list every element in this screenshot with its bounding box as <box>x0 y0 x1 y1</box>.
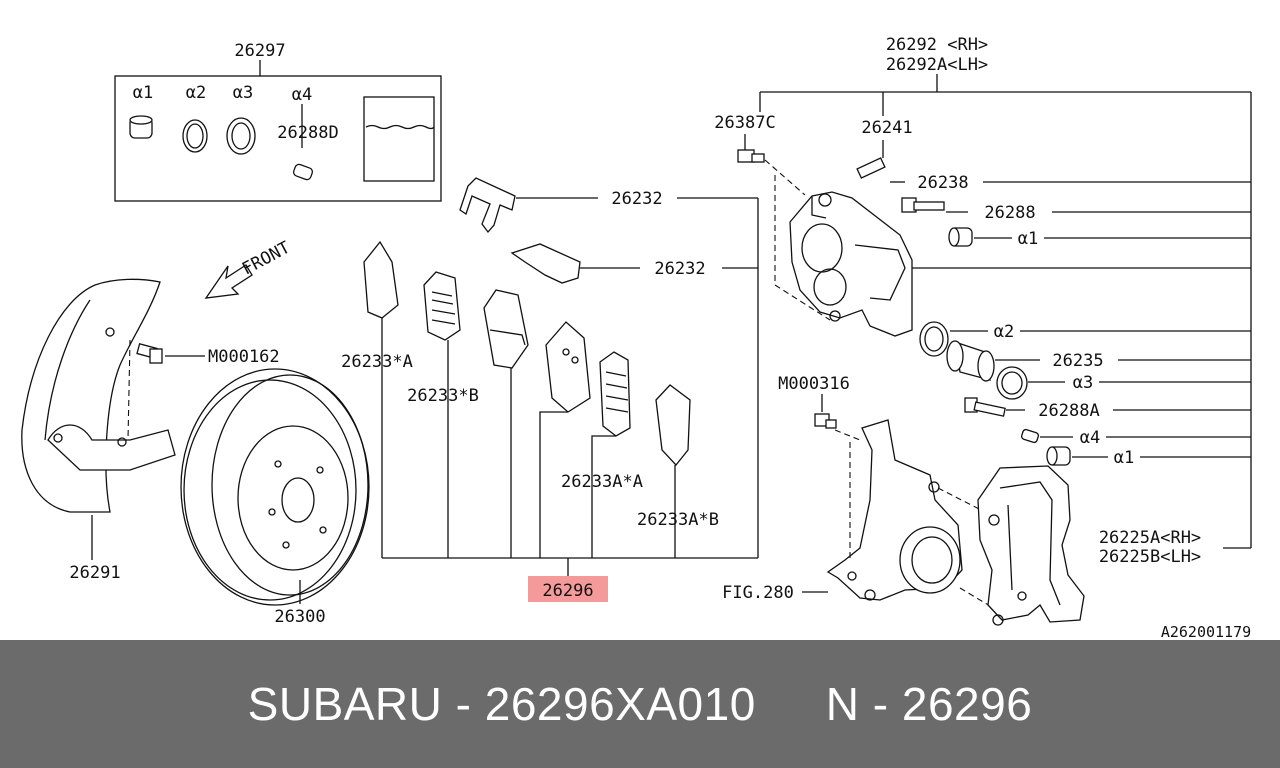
boot-a1-right <box>948 227 973 247</box>
label-26300[interactable]: 26300 <box>274 607 325 627</box>
grease-packet <box>363 96 435 182</box>
pad-outer <box>545 321 591 413</box>
footer-reference: N - 26296 <box>825 678 1033 730</box>
piston-26235 <box>946 340 995 382</box>
pad-leaders: 26233*A 26233*B 26233A*A 26233A*B <box>341 318 758 576</box>
label-26387C[interactable]: 26387C <box>714 113 775 133</box>
label-kit-a4[interactable]: α4 <box>292 85 312 105</box>
front-arrow: FRONT <box>204 238 294 299</box>
label-kit-a1[interactable]: α1 <box>133 83 153 103</box>
label-26225A[interactable]: 26225A<RH> <box>1099 528 1201 548</box>
shim-26233A-B <box>599 351 631 437</box>
kit-box-26297: 26297 α1 α2 α3 α4 26288D <box>114 41 442 202</box>
diagram-id: A262001179 <box>1161 623 1251 640</box>
label-right-a1[interactable]: α1 <box>1018 229 1038 249</box>
boot-a1b-right <box>1046 446 1071 466</box>
label-front: FRONT <box>239 238 294 280</box>
label-26292-rh[interactable]: 26292 <RH> <box>886 35 988 55</box>
pad-inner <box>483 289 529 369</box>
label-26292-lh[interactable]: 26292A<LH> <box>886 55 988 75</box>
label-26296[interactable]: 26296 <box>542 581 593 601</box>
label-26233-B[interactable]: 26233*B <box>407 386 479 406</box>
label-26288D[interactable]: 26288D <box>277 123 338 143</box>
bolt-m000162: M000162 <box>127 339 280 441</box>
label-26238[interactable]: 26238 <box>917 173 968 193</box>
boot-part <box>129 115 153 139</box>
pin-a4-right <box>1020 428 1040 444</box>
pad-set-parts <box>363 240 691 466</box>
shim-26233-B <box>423 271 461 341</box>
label-26288[interactable]: 26288 <box>984 203 1035 223</box>
parts-diagram: 26297 α1 α2 α3 α4 26288D FRONT 26 <box>21 35 1252 640</box>
label-fig280[interactable]: FIG.280 <box>722 583 794 603</box>
bolt-26288A <box>964 397 1006 417</box>
label-26225B[interactable]: 26225B<LH> <box>1099 547 1201 567</box>
brake-rotor-26300: 26300 <box>180 368 370 627</box>
highlight-26296: 26296 <box>528 576 608 602</box>
label-26233A-B[interactable]: 26233A*B <box>637 510 719 530</box>
label-26233-A[interactable]: 26233*A <box>341 352 413 372</box>
shim-26233-A <box>363 240 399 319</box>
bolt-26288 <box>901 197 945 213</box>
caliper-assembly: 26292 <RH> 26292A<LH> 26387C 26241 26238 <box>714 35 1252 626</box>
label-m000316[interactable]: M000316 <box>778 374 850 394</box>
caliper-bracket-26225 <box>977 465 1085 626</box>
label-26232-mid[interactable]: 26232 <box>654 259 705 279</box>
label-kit-a3[interactable]: α3 <box>233 83 253 103</box>
label-26291[interactable]: 26291 <box>69 563 120 583</box>
label-right-a4[interactable]: α4 <box>1080 428 1100 448</box>
label-kit-a2[interactable]: α2 <box>186 83 206 103</box>
label-26235[interactable]: 26235 <box>1052 351 1103 371</box>
label-right-a3[interactable]: α3 <box>1073 373 1093 393</box>
shim-26233A-A <box>655 384 691 466</box>
label-26232-top[interactable]: 26232 <box>611 189 662 209</box>
pad-clips-26232: 26232 26232 <box>459 177 759 558</box>
label-26233A-A[interactable]: 26233A*A <box>561 472 643 492</box>
label-26297[interactable]: 26297 <box>234 41 285 61</box>
footer-part-number: SUBARU - 26296XA010 <box>247 678 756 730</box>
label-26241[interactable]: 26241 <box>861 118 912 138</box>
label-26288A[interactable]: 26288A <box>1038 401 1099 421</box>
label-right-a1b[interactable]: α1 <box>1114 448 1134 468</box>
footer-bar: SUBARU - 26296XA010 N - 26296 <box>0 640 1280 768</box>
steering-knuckle <box>826 419 963 601</box>
pin-part <box>292 163 314 181</box>
dust-shield-26291: 26291 <box>21 278 176 583</box>
label-m000162[interactable]: M000162 <box>208 347 280 367</box>
label-right-a2[interactable]: α2 <box>994 322 1014 342</box>
